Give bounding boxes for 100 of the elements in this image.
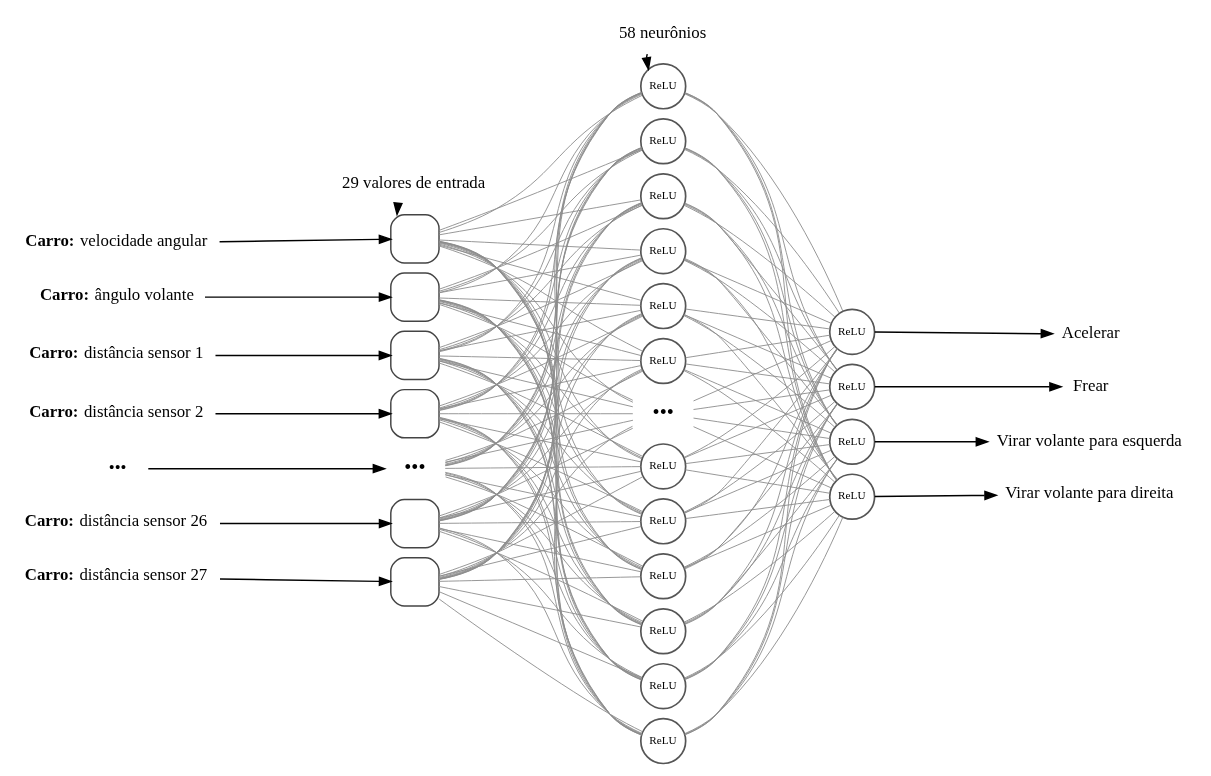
arrow — [218, 233, 393, 244]
connector — [438, 412, 634, 414]
connector — [684, 92, 838, 371]
connector — [438, 259, 643, 348]
connector — [684, 147, 838, 370]
connector — [438, 427, 634, 516]
node-text: Carro: distância sensor 2 — [29, 401, 204, 421]
arrow — [874, 436, 990, 447]
connector — [683, 313, 838, 480]
node-text: 29 valores de entrada — [342, 172, 486, 192]
connector — [685, 363, 831, 384]
node-circle: ReLU — [640, 117, 687, 165]
connector — [438, 297, 642, 306]
connector — [438, 204, 643, 290]
node-circle: ReLU — [828, 418, 876, 465]
connector — [693, 417, 831, 439]
connector — [683, 514, 840, 679]
node-circle: ReLU — [640, 497, 687, 545]
node-text: Acelerar — [1061, 322, 1120, 342]
connector — [438, 244, 644, 352]
connector — [685, 498, 831, 519]
connector — [444, 465, 641, 469]
connector — [683, 203, 838, 370]
connector — [683, 258, 838, 425]
connector — [438, 358, 642, 624]
node-text: Carro: ângulo volante — [39, 284, 194, 304]
connector — [693, 425, 832, 488]
connector — [438, 528, 643, 678]
connector — [438, 254, 642, 293]
connector — [684, 516, 844, 734]
connector — [438, 585, 642, 627]
connector — [683, 394, 832, 458]
node-box — [390, 498, 440, 548]
node-text: ••• — [404, 455, 426, 478]
connector — [438, 244, 642, 301]
arrow — [219, 518, 393, 529]
node-circle: ReLU — [640, 337, 687, 384]
connector — [684, 202, 838, 425]
node-text: 58 neurônios — [618, 22, 707, 42]
node-circle: ReLU — [640, 442, 687, 490]
connector — [438, 417, 643, 624]
connector — [444, 147, 643, 466]
arrow — [147, 463, 387, 474]
node-circle: ReLU — [828, 363, 876, 410]
connector — [685, 443, 831, 464]
connector — [683, 148, 840, 314]
connector — [683, 369, 836, 482]
connector — [684, 403, 838, 624]
connector — [684, 402, 838, 680]
connector — [438, 530, 644, 622]
connector — [684, 92, 844, 312]
connector — [438, 598, 643, 732]
node-circle: ReLU — [828, 472, 876, 520]
node-text: Virar volante para esquerda — [996, 430, 1182, 450]
arrow — [204, 291, 393, 302]
node-circle: ReLU — [640, 717, 687, 764]
connector — [438, 303, 634, 401]
arrow — [214, 349, 393, 360]
node-circle: ReLU — [640, 62, 687, 110]
connector — [685, 334, 831, 358]
connector — [438, 416, 643, 735]
connector — [445, 472, 643, 679]
connector — [693, 339, 832, 401]
arrow — [874, 381, 1064, 392]
connector — [438, 202, 643, 410]
node-text: ••• — [652, 400, 674, 423]
node-text: Carro: distância sensor 27 — [24, 564, 208, 584]
connector — [684, 147, 838, 426]
node-box — [390, 330, 440, 380]
node-box — [390, 213, 440, 264]
connector — [438, 149, 643, 292]
node-text: Carro: distância sensor 1 — [29, 342, 204, 362]
connector — [438, 204, 643, 350]
node-box — [390, 556, 440, 607]
connector — [684, 348, 838, 625]
connector — [438, 590, 643, 678]
arrow — [219, 575, 393, 586]
connector — [684, 257, 838, 480]
connector — [438, 309, 642, 351]
connector — [438, 94, 643, 233]
connector — [683, 504, 832, 568]
connector — [438, 148, 643, 351]
node-text: Frear — [1073, 375, 1109, 395]
connector — [683, 510, 836, 623]
node-text: Carro: distância sensor 26 — [24, 510, 208, 530]
node-box — [390, 388, 440, 439]
connector — [438, 302, 642, 356]
connector — [683, 455, 836, 568]
connector — [438, 147, 642, 410]
connector — [438, 416, 642, 679]
connector — [438, 520, 642, 524]
connector — [683, 345, 836, 458]
connector — [683, 368, 832, 434]
connector — [684, 458, 838, 679]
connector — [683, 259, 836, 372]
connector — [438, 314, 644, 406]
connector — [438, 239, 642, 251]
connector — [444, 471, 642, 734]
connector — [693, 388, 831, 410]
connector — [438, 364, 642, 409]
